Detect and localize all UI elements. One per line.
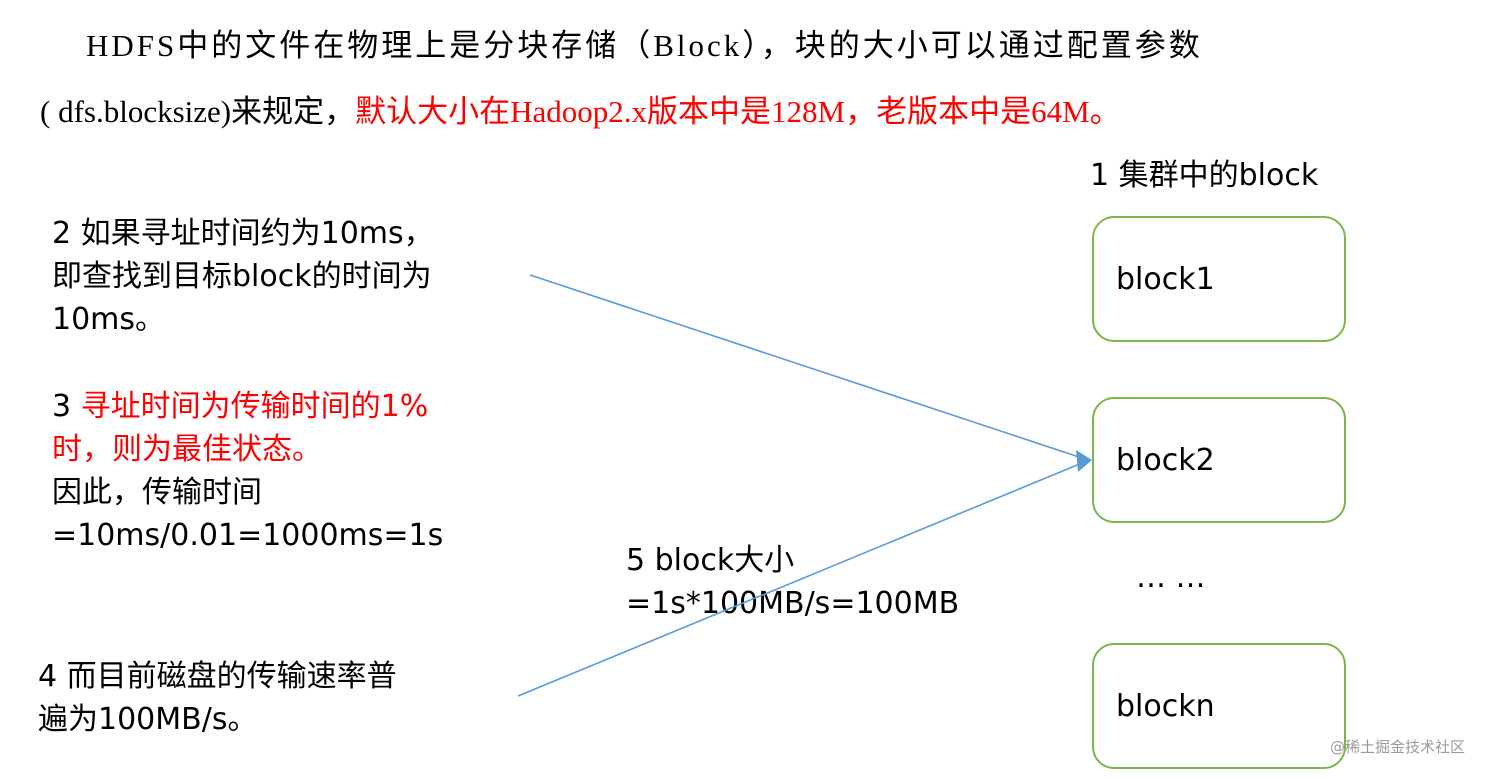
ellipsis: … … <box>1136 560 1206 595</box>
intro-highlight: 默认大小在Hadoop2.x版本中是128M，老版本中是64M。 <box>355 94 1121 129</box>
note-block-size: 5 block大小 =1s*100MB/s=100MB <box>626 539 959 625</box>
note-seek-line-1: 2 如果寻址时间约为10ms， <box>52 216 434 251</box>
block-label-2: block2 <box>1116 442 1215 478</box>
note-ratio-highlight-2: 时，则为最佳状态。 <box>52 432 322 467</box>
watermark: @稀土掘金技术社区 <box>1330 738 1466 756</box>
block-box-2: block2 <box>1092 397 1346 523</box>
transfer-arrow-line <box>517 462 1083 697</box>
block-label-1: block1 <box>1116 261 1215 297</box>
note-seek-time: 2 如果寻址时间约为10ms， 即查找到目标block的时间为 10ms。 <box>52 212 434 341</box>
note-ratio-line-1: 3 寻址时间为传输时间的1% <box>52 385 443 428</box>
arrow-head-icon <box>1076 450 1092 472</box>
seek-arrow-line <box>529 274 1083 459</box>
intro-line-1: HDFS中的文件在物理上是分块存储（Block），块的大小可以通过配置参数 <box>40 20 1203 65</box>
note-size-line-2: =1s*100MB/s=100MB <box>626 586 960 621</box>
note-ratio-highlight-1: 寻址时间为传输时间的1% <box>80 389 429 424</box>
note-ratio-line-3: 因此，传输时间 <box>52 475 262 510</box>
block-box-n: blockn <box>1092 643 1346 769</box>
note-transfer-ratio: 3 寻址时间为传输时间的1% 时，则为最佳状态。 因此，传输时间 =10ms/0… <box>52 385 443 557</box>
note-disk-line-1: 4 而目前磁盘的传输速率普 <box>38 659 397 694</box>
intro-text-2: ( dfs.blocksize)来规定， <box>40 94 356 129</box>
note-disk-line-2: 遍为100MB/s。 <box>38 702 258 737</box>
note-seek-line-2: 即查找到目标block的时间为 <box>52 259 432 294</box>
note-seek-line-3: 10ms。 <box>52 302 166 337</box>
intro-text-1: HDFS中的文件在物理上是分块存储（Block），块的大小可以通过配置参数 <box>86 28 1203 63</box>
note-ratio-line-4: =10ms/0.01=1000ms=1s <box>52 518 444 553</box>
note-ratio-prefix: 3 <box>52 389 81 424</box>
intro-line-2: ( dfs.blocksize)来规定，默认大小在Hadoop2.x版本中是12… <box>40 86 1121 131</box>
note-disk-rate: 4 而目前磁盘的传输速率普 遍为100MB/s。 <box>38 655 397 741</box>
note-size-line-1: 5 block大小 <box>626 543 795 578</box>
block-box-1: block1 <box>1092 216 1346 342</box>
cluster-title: 1 集群中的block <box>1090 158 1319 193</box>
block-label-n: blockn <box>1116 688 1215 724</box>
